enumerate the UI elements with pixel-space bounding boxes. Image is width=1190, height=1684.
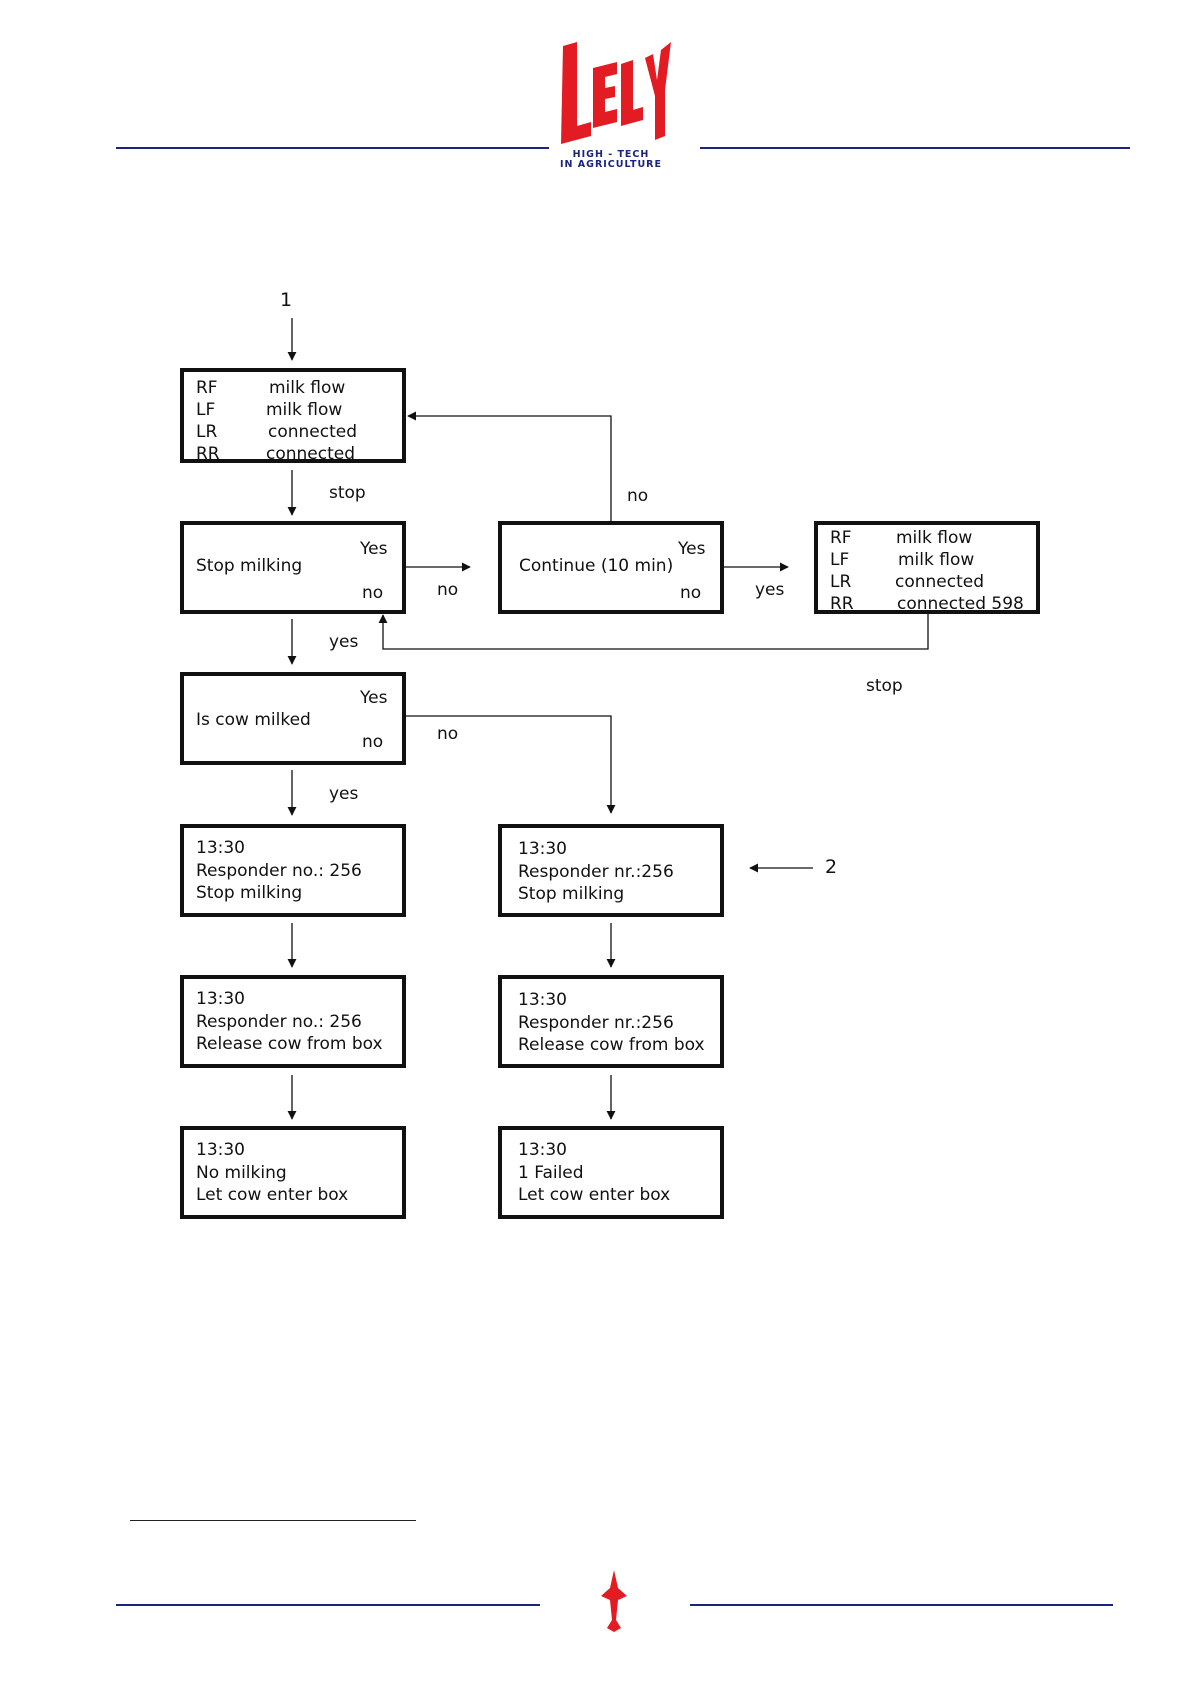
message-line: Let cow enter box — [518, 1185, 671, 1205]
message-box-right-1: 13:30 Responder nr.:256 Stop milking — [498, 824, 724, 917]
stop-milking-box: Stop milking Yes no — [180, 521, 406, 614]
teat-code: LF — [196, 400, 216, 420]
edge-label-no: no — [437, 580, 459, 600]
option-yes: Yes — [678, 539, 706, 559]
teat-state: connected — [268, 422, 358, 442]
option-no: no — [362, 732, 384, 752]
edge-label-no: no — [627, 486, 649, 506]
message-time: 13:30 — [518, 1140, 567, 1160]
footnote-separator — [130, 1520, 416, 1521]
message-line: No milking — [196, 1163, 287, 1183]
message-line: Responder no.: 256 — [196, 1012, 362, 1032]
box-question: Is cow milked — [196, 710, 311, 730]
arrow-status2-back — [378, 614, 929, 650]
message-line: Let cow enter box — [196, 1185, 349, 1205]
option-no: no — [362, 583, 384, 603]
option-yes: Yes — [360, 539, 388, 559]
is-cow-milked-box: Is cow milked Yes no — [180, 672, 406, 765]
arrow-continue-back — [407, 411, 612, 521]
edge-label-no: no — [437, 724, 459, 744]
message-line: Stop milking — [518, 884, 625, 904]
footer-rule-left — [116, 1604, 540, 1606]
status-box-2: RF milk flow LF milk flow LR connected R… — [814, 521, 1040, 614]
edge-label-yes: yes — [755, 580, 785, 600]
teat-state: milk flow — [896, 528, 973, 548]
message-box-left-3: 13:30 No milking Let cow enter box — [180, 1126, 406, 1219]
message-box-left-1: 13:30 Responder no.: 256 Stop milking — [180, 824, 406, 917]
callout-2: 2 — [825, 856, 838, 878]
message-box-left-2: 13:30 Responder no.: 256 Release cow fro… — [180, 975, 406, 1068]
teat-state: connected — [895, 572, 985, 592]
box-question: Stop milking — [196, 556, 303, 576]
teat-code: LF — [830, 550, 850, 570]
option-yes: Yes — [360, 688, 388, 708]
teat-code: LR — [196, 422, 218, 442]
teat-code: RF — [196, 378, 218, 398]
edge-label-stop: stop — [866, 676, 903, 696]
logo-tagline-2: IN AGRICULTURE — [560, 159, 662, 170]
edge-label-yes: yes — [329, 784, 359, 804]
lely-logo-wordmark — [561, 42, 671, 144]
message-line: Responder nr.:256 — [518, 862, 674, 882]
message-line: 1 Failed — [518, 1163, 584, 1183]
message-time: 13:30 — [196, 989, 245, 1009]
teat-state: connected 598 — [897, 594, 1024, 614]
message-line: Responder nr.:256 — [518, 1013, 674, 1033]
logo-tagline-1: HIGH - TECH — [572, 149, 650, 160]
message-box-right-3: 13:30 1 Failed Let cow enter box — [498, 1126, 724, 1219]
teat-state: connected — [266, 444, 356, 464]
option-no: no — [680, 583, 702, 603]
lely-trident-icon — [601, 1570, 627, 1632]
message-line: Responder no.: 256 — [196, 861, 362, 881]
status-box-1: RF milk flow LF milk flow LR connected R… — [180, 368, 406, 464]
teat-state: milk flow — [266, 400, 343, 420]
arrow-milked-no — [405, 715, 616, 814]
lely-logo: HIGH - TECH IN AGRICULTURE — [549, 40, 673, 170]
message-box-right-2: 13:30 Responder nr.:256 Release cow from… — [498, 975, 724, 1068]
message-time: 13:30 — [196, 1140, 245, 1160]
header-rule-left — [116, 147, 549, 149]
header-rule-right — [700, 147, 1130, 149]
message-time: 13:30 — [196, 838, 245, 858]
callout-1: 1 — [280, 289, 293, 311]
message-line: Release cow from box — [196, 1034, 383, 1054]
teat-code: RR — [830, 594, 854, 614]
teat-code: LR — [830, 572, 852, 592]
continue-box: Continue (10 min) Yes no — [498, 521, 724, 614]
footer-rule-right — [690, 1604, 1113, 1606]
teat-code: RR — [196, 444, 220, 464]
teat-state: milk flow — [898, 550, 975, 570]
teat-code: RF — [830, 528, 852, 548]
message-time: 13:30 — [518, 839, 567, 859]
teat-state: milk flow — [269, 378, 346, 398]
edge-label-stop: stop — [329, 483, 366, 503]
message-line: Stop milking — [196, 883, 303, 903]
edge-label-yes: yes — [329, 632, 359, 652]
message-line: Release cow from box — [518, 1035, 705, 1055]
box-question: Continue (10 min) — [519, 556, 674, 576]
message-time: 13:30 — [518, 990, 567, 1010]
